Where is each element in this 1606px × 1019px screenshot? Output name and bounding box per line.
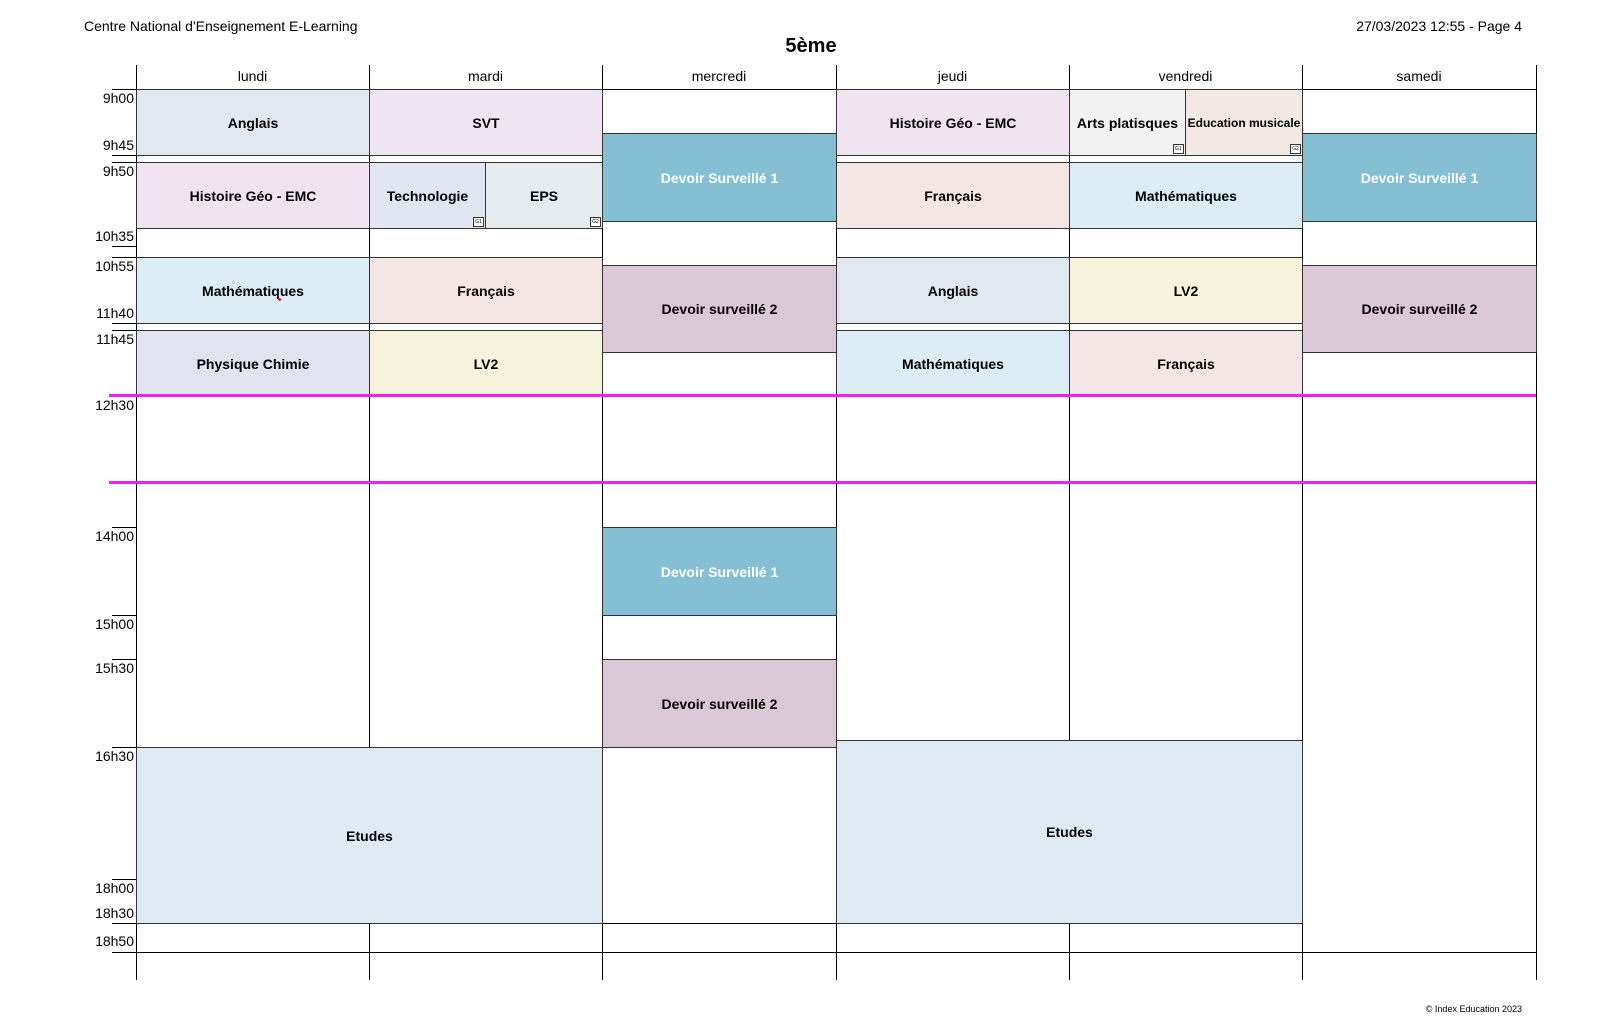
lesson-arts-plastiques[interactable]: Arts platisques G1 [1069, 89, 1186, 156]
lesson-devoir-surveille-1[interactable]: Devoir Surveillé 1 [1302, 133, 1537, 222]
class-title: 5ème [785, 35, 837, 57]
time-tick [112, 323, 136, 324]
day-header-vendredi: vendredi [1158, 68, 1213, 84]
lesson-mathematiques[interactable]: Mathématiques [836, 330, 1070, 397]
lesson-lv2[interactable]: LV2 [369, 330, 603, 397]
time-tick [112, 527, 136, 528]
lesson-francais[interactable]: Français [836, 162, 1070, 229]
lesson-anglais[interactable]: Anglais [136, 89, 370, 156]
day-header-mardi: mardi [467, 68, 503, 84]
lesson-svt[interactable]: SVT [369, 89, 603, 156]
group-badge: G1 [473, 217, 484, 227]
time-tick [112, 246, 136, 247]
time-tick [112, 879, 136, 880]
lesson-label: Technologie [386, 187, 469, 204]
group-badge: G1 [1173, 144, 1184, 154]
lesson-devoir-surveille-1[interactable]: Devoir Surveillé 1 [602, 527, 837, 616]
lesson-francais[interactable]: Français [369, 257, 603, 324]
time-label: 15h00 [95, 616, 134, 632]
time-label: 10h35 [95, 228, 134, 244]
lesson-label: Arts platisques [1076, 114, 1179, 131]
lesson-histoire-geo-emc[interactable]: Histoire Géo - EMC [136, 162, 370, 229]
time-tick [112, 89, 136, 90]
time-tick [112, 952, 136, 953]
lesson-education-musicale[interactable]: Education musicale G2 [1185, 89, 1303, 156]
time-label: 15h30 [95, 660, 134, 676]
time-label: 9h45 [102, 137, 134, 153]
time-label: 12h30 [95, 397, 134, 413]
slot-separator [136, 923, 1302, 924]
day-header-lundi: lundi [237, 68, 268, 84]
time-tick [112, 747, 136, 748]
school-name: Centre National d'Enseignement E-Learnin… [84, 18, 358, 34]
column-line [602, 65, 603, 980]
lesson-physique-chimie[interactable]: Physique Chimie [136, 330, 370, 397]
column-line [836, 65, 837, 980]
lunch-break-end-line [109, 481, 1536, 484]
group-badge: G2 [1290, 144, 1301, 154]
lunch-break-start-line [109, 394, 1536, 397]
time-tick [112, 330, 136, 331]
column-line [1069, 65, 1070, 980]
time-tick [112, 923, 136, 924]
column-line [1536, 65, 1537, 980]
day-header-mercredi: mercredi [691, 68, 747, 84]
time-label: 18h50 [95, 933, 134, 949]
lesson-eps[interactable]: EPS G2 [485, 162, 603, 229]
lesson-devoir-surveille-2[interactable]: Devoir surveillé 2 [1302, 265, 1537, 353]
red-marker-dot [278, 298, 281, 301]
time-tick [112, 615, 136, 616]
lesson-label: EPS [529, 187, 558, 204]
lesson-etudes[interactable]: Etudes [836, 740, 1303, 924]
time-tick [112, 659, 136, 660]
lesson-devoir-surveille-2[interactable]: Devoir surveillé 2 [602, 265, 837, 353]
time-label: 9h00 [102, 90, 134, 106]
time-label: 9h50 [102, 163, 134, 179]
day-header-samedi: samedi [1396, 68, 1442, 84]
grid-bottom-line [136, 952, 1536, 953]
timetable-grid: lundi mardi mercredi jeudi vendredi same… [95, 65, 1537, 980]
lesson-devoir-surveille-1[interactable]: Devoir Surveillé 1 [602, 133, 837, 222]
time-label: 18h30 [95, 905, 134, 921]
column-line [1302, 65, 1303, 980]
time-tick [112, 155, 136, 156]
time-tick [112, 162, 136, 163]
lesson-francais[interactable]: Français [1069, 330, 1303, 397]
time-label: 18h00 [95, 880, 134, 896]
time-label: 14h00 [95, 528, 134, 544]
lesson-mathematiques[interactable]: Mathématiques [136, 257, 370, 324]
time-label: 11h40 [96, 305, 134, 321]
time-label: 10h55 [95, 258, 134, 274]
lesson-etudes[interactable]: Etudes [136, 747, 603, 924]
print-date-page: 27/03/2023 12:55 - Page 4 [1356, 18, 1522, 34]
column-line [369, 65, 370, 980]
lesson-lv2[interactable]: LV2 [1069, 257, 1303, 324]
time-label: 11h45 [96, 331, 134, 347]
day-header-jeudi: jeudi [937, 68, 968, 84]
group-badge: G2 [590, 217, 601, 227]
copyright: © Index Education 2023 [1425, 1004, 1522, 1014]
column-line [136, 65, 137, 980]
time-tick [112, 257, 136, 258]
lesson-label: Education musicale [1187, 115, 1301, 130]
lesson-mathematiques[interactable]: Mathématiques [1069, 162, 1303, 229]
time-label: 16h30 [95, 748, 134, 764]
lesson-devoir-surveille-2[interactable]: Devoir surveillé 2 [602, 659, 837, 748]
lesson-histoire-geo-emc[interactable]: Histoire Géo - EMC [836, 89, 1070, 156]
lesson-technologie[interactable]: Technologie G1 [369, 162, 486, 229]
lesson-anglais[interactable]: Anglais [836, 257, 1070, 324]
